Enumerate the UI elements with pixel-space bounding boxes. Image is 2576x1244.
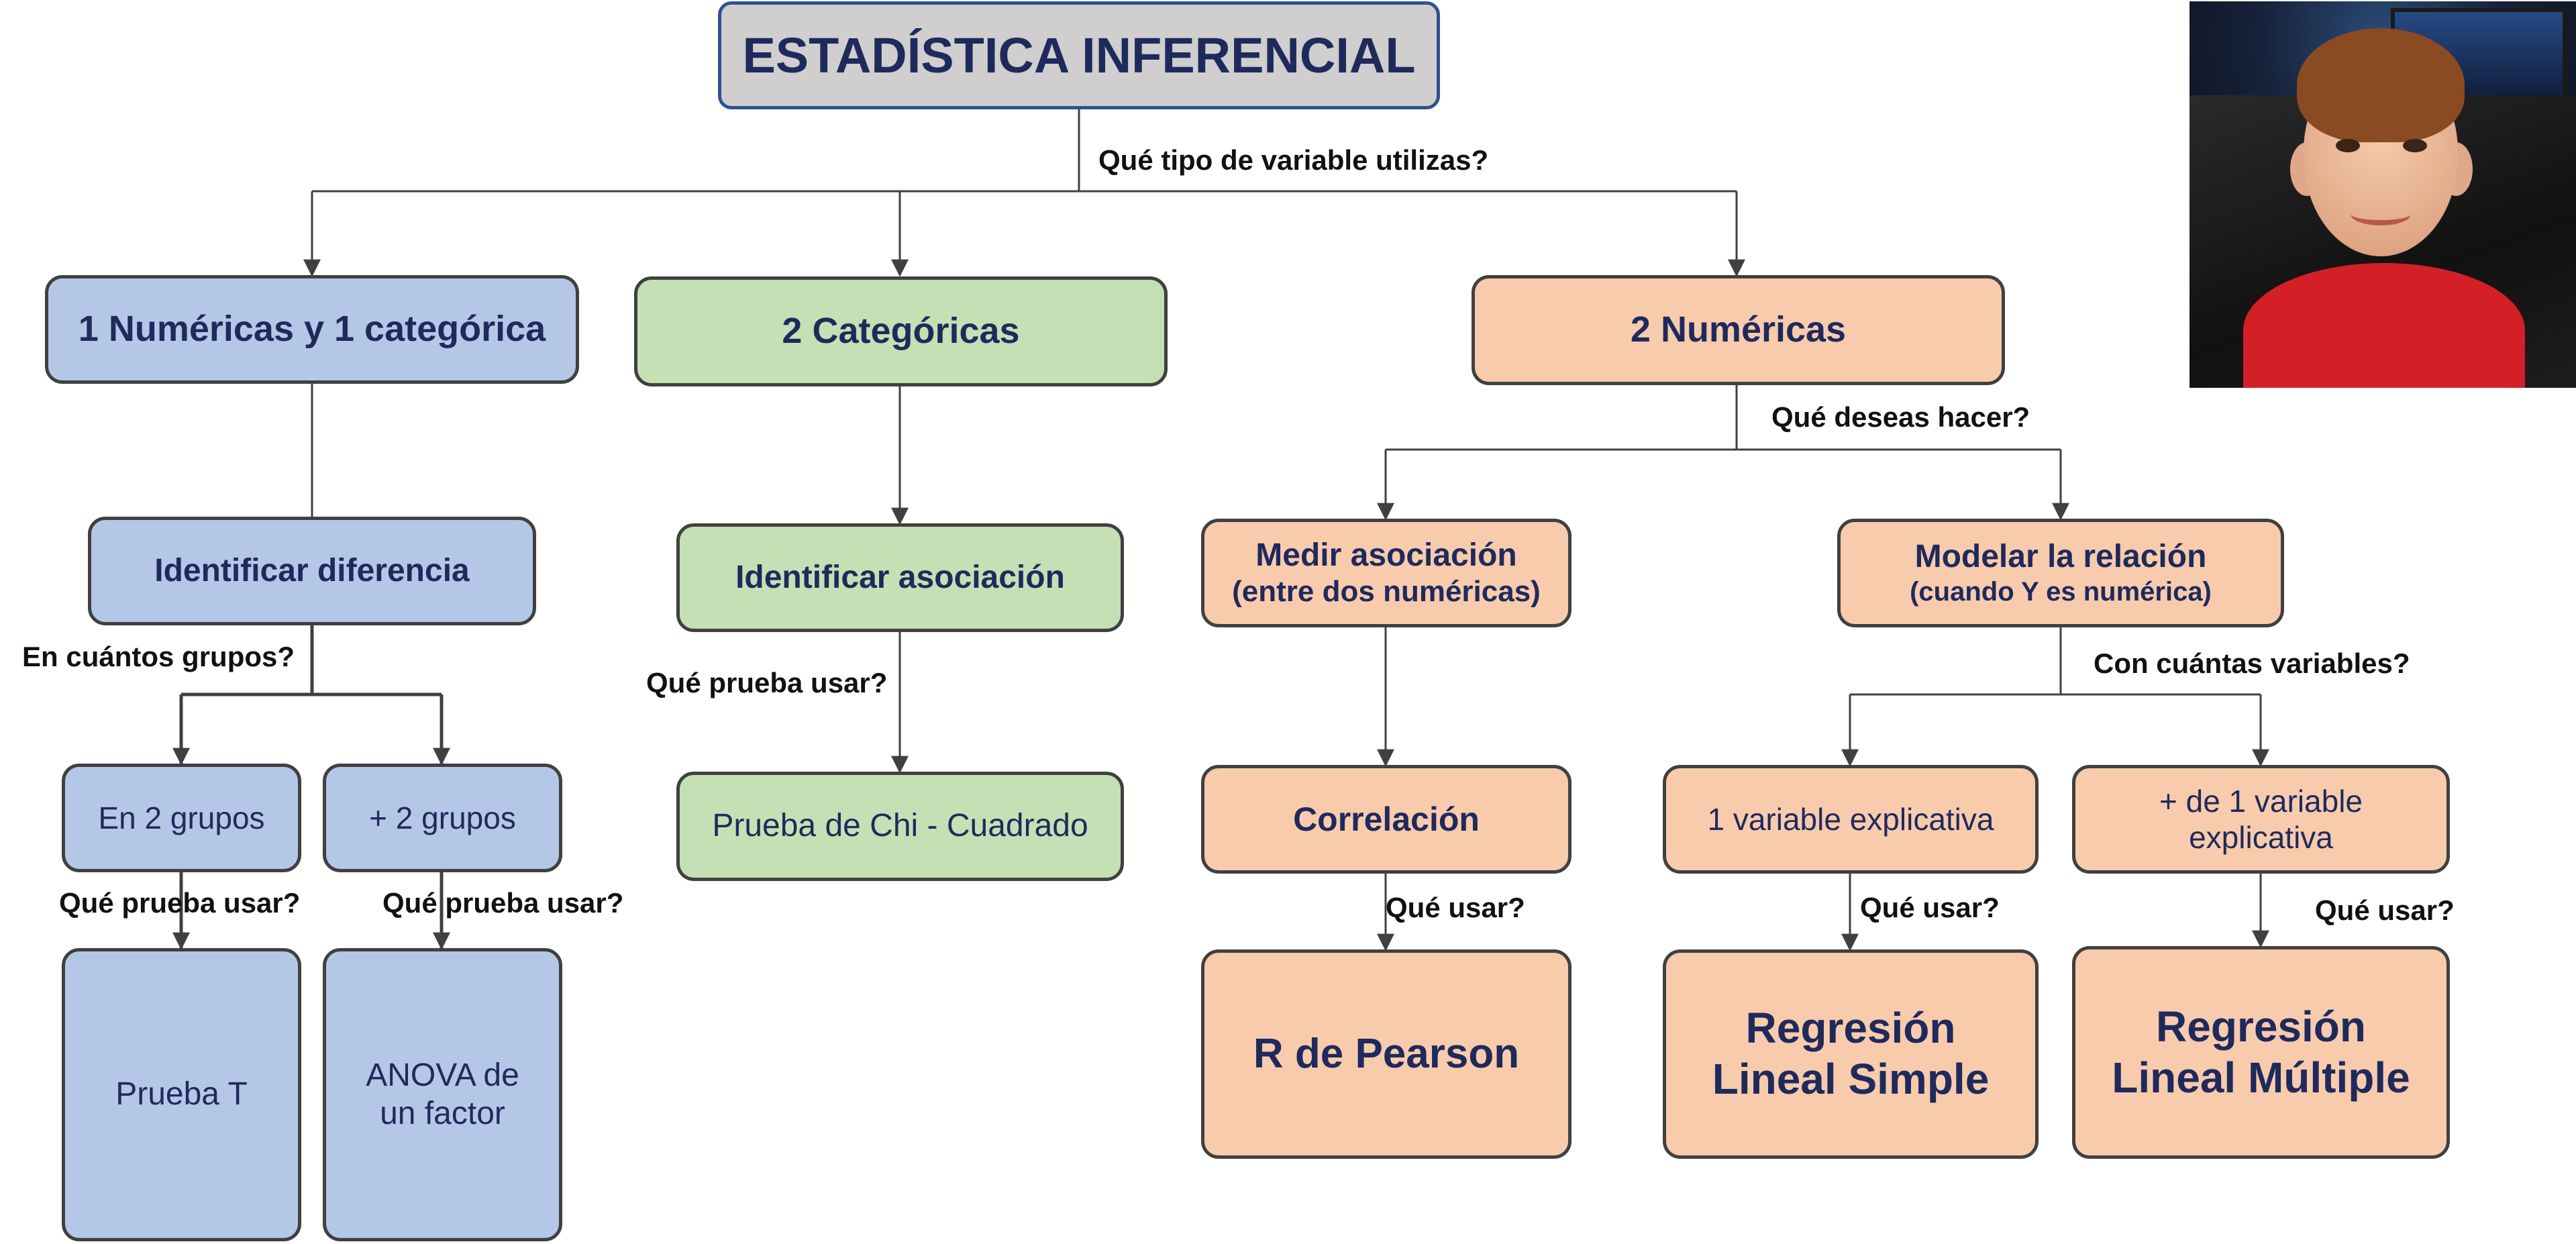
photo-mouth xyxy=(2351,203,2411,225)
connector-model-relation xyxy=(1850,627,2261,696)
node-anova: ANOVA de un factor xyxy=(323,948,562,1241)
photo-eye-left xyxy=(2336,139,2360,152)
node-num-cat: 1 Numéricas y 1 categórica xyxy=(45,275,579,384)
node-two-groups: En 2 grupos xyxy=(62,764,301,872)
question-which-test-2: Qué prueba usar? xyxy=(382,887,624,919)
node-simple-regression: Regresión Lineal Simple xyxy=(1663,949,2039,1159)
node-chi-square: Prueba de Chi - Cuadrado xyxy=(676,772,1124,881)
photo-shirt xyxy=(2243,263,2525,388)
question-what-use-3: Qué usar? xyxy=(2315,894,2455,926)
model-relation-subtitle: (cuando Y es numérica) xyxy=(1910,576,2212,607)
question-variable-type: Qué tipo de variable utilizas? xyxy=(1098,144,1489,176)
node-two-cat: 2 Categóricas xyxy=(634,276,1168,386)
connector-root xyxy=(312,109,1737,193)
photo-eye-right xyxy=(2403,139,2427,152)
connector-groups xyxy=(181,625,442,696)
question-what-use-1: Qué usar? xyxy=(1386,892,1525,923)
measure-association-title: Medir asociación xyxy=(1255,537,1517,573)
node-multiple-regression: Regresión Lineal Múltiple xyxy=(2072,946,2450,1159)
node-more-vars: + de 1 variable explicativa xyxy=(2072,765,2450,874)
question-how-many-vars: Con cuántas variables? xyxy=(2094,647,2410,679)
node-t-test: Prueba T xyxy=(62,948,301,1241)
measure-association-subtitle: (entre dos numéricas) xyxy=(1232,575,1541,609)
node-identify-association: Identificar asociación xyxy=(676,523,1124,632)
node-two-num: 2 Numéricas xyxy=(1472,275,2005,385)
node-correlation: Correlación xyxy=(1201,765,1572,874)
node-more-groups: + 2 grupos xyxy=(323,764,562,872)
node-pearson: R de Pearson xyxy=(1201,949,1572,1159)
node-model-relation: Modelar la relación (cuando Y es numéric… xyxy=(1837,519,2284,627)
question-which-test-1: Qué prueba usar? xyxy=(59,887,301,919)
photo-hair xyxy=(2297,28,2465,142)
question-how-many-groups: En cuántos grupos? xyxy=(22,641,295,672)
root-title: ESTADÍSTICA INFERENCIAL xyxy=(718,1,1440,109)
node-one-var: 1 variable explicativa xyxy=(1663,765,2039,874)
model-relation-title: Modelar la relación xyxy=(1914,539,2207,575)
node-identify-difference: Identificar diferencia xyxy=(88,517,536,625)
child-photo xyxy=(2189,1,2576,388)
question-what-use-2: Qué usar? xyxy=(1860,892,2000,923)
connector-two-num xyxy=(1386,385,2061,451)
question-what-to-do: Qué deseas hacer? xyxy=(1771,401,2030,433)
question-which-test-3: Qué prueba usar? xyxy=(646,667,888,698)
node-measure-association: Medir asociación (entre dos numéricas) xyxy=(1201,519,1572,627)
